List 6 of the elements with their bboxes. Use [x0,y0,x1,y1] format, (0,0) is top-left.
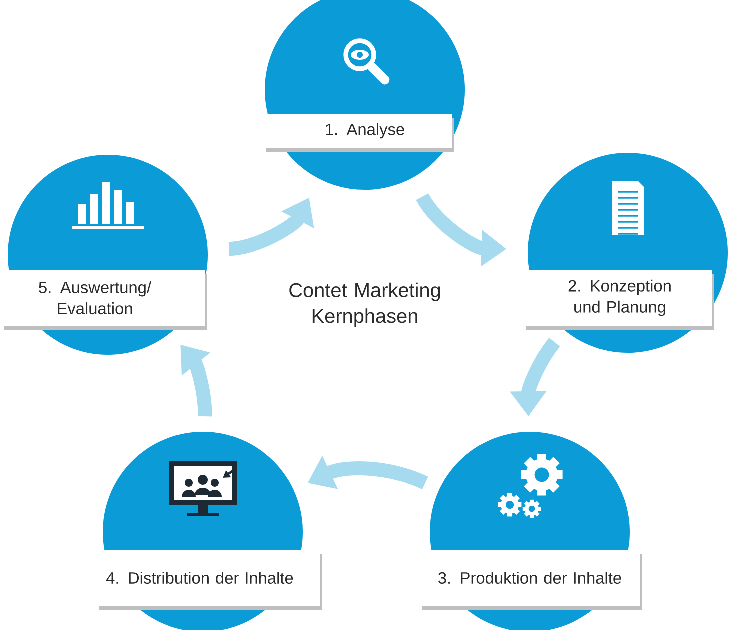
phase-label: 5. Auswertung/ Evaluation [0,270,207,330]
phase-label: 4. Distribution der Inhalte [95,550,322,610]
title: Contet Marketing Kernphasen [290,282,440,328]
phase-label: 2. Konzeption und Planung [522,270,714,330]
phase-label: 3. Produktion der Inhalte [418,550,642,610]
phase-label: 1. Analyse [262,114,454,152]
